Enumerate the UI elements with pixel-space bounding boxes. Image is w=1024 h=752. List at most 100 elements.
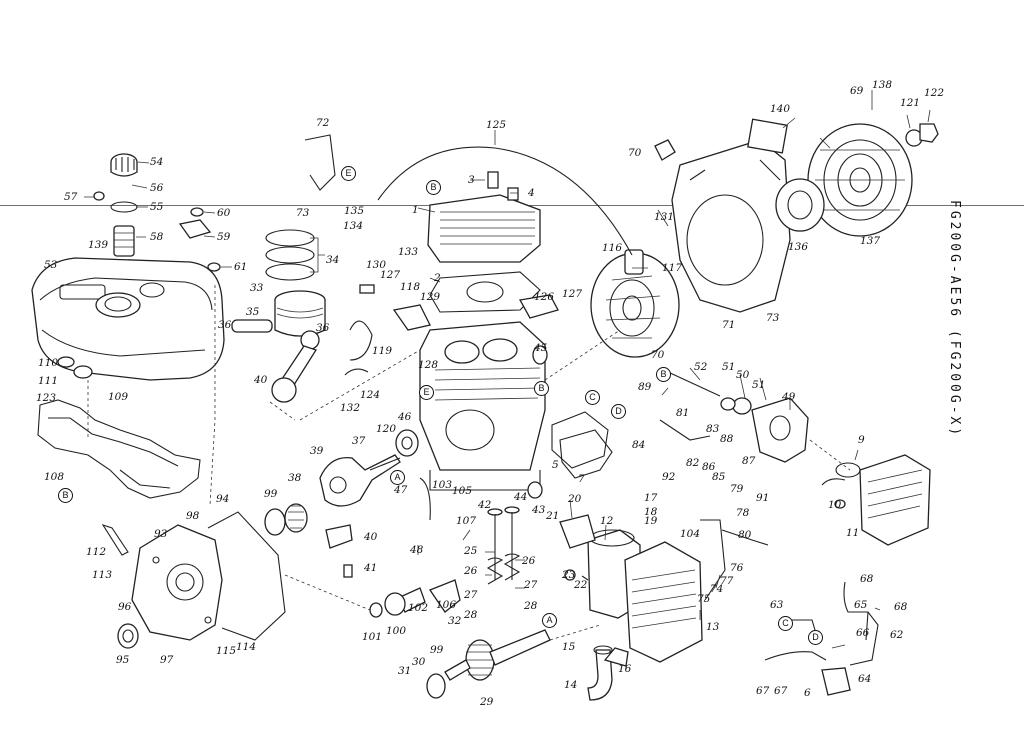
- carburetor: [667, 371, 809, 463]
- part-label: 105: [452, 485, 473, 497]
- intake-gasket: [551, 411, 609, 469]
- part-label: 36: [218, 319, 232, 331]
- part-label: 88: [720, 433, 734, 445]
- muffler-cover: [624, 541, 703, 663]
- part-label: 112: [86, 546, 107, 558]
- part-label: 132: [340, 402, 361, 414]
- callout-letter: B: [656, 367, 671, 382]
- part-label: 1: [412, 204, 419, 216]
- part-label: 21: [546, 510, 560, 522]
- callout-letter: C: [585, 390, 600, 405]
- part-label: 28: [524, 600, 538, 612]
- part-label: 60: [217, 207, 231, 219]
- part-label: 138: [872, 79, 893, 91]
- intake-insulator: [559, 429, 613, 479]
- bearing: [395, 429, 419, 457]
- part-label: 84: [632, 439, 646, 451]
- part-label: 106: [436, 599, 457, 611]
- part-label: 37: [352, 435, 366, 447]
- part-label: 124: [360, 389, 381, 401]
- part-label: 6: [804, 687, 811, 699]
- part-label: 99: [430, 644, 444, 656]
- part-label: 54: [150, 156, 164, 168]
- part-label: 72: [316, 117, 330, 129]
- part-label: 44: [514, 491, 528, 503]
- governor-linkage: [659, 419, 769, 601]
- part-label: 9: [858, 434, 865, 446]
- part-label: 19: [644, 515, 658, 527]
- part-label: 67: [756, 685, 770, 697]
- part-label: 130: [366, 259, 387, 271]
- air-cleaner: [835, 454, 931, 546]
- part-label: 30: [412, 656, 426, 668]
- part-label: 20: [568, 493, 582, 505]
- part-label: 77: [720, 575, 734, 587]
- piston: [231, 290, 326, 337]
- fuel-cap: [110, 153, 138, 257]
- part-label: 134: [343, 220, 364, 232]
- part-label: 31: [398, 665, 412, 677]
- piston-rings: [265, 229, 315, 281]
- part-label: 33: [250, 282, 264, 294]
- timing-gears: [264, 503, 308, 536]
- part-label: 99: [264, 488, 278, 500]
- part-label: 100: [386, 625, 407, 637]
- part-label: 63: [770, 599, 784, 611]
- spark-plug-wire: [377, 146, 633, 256]
- part-label: 29: [480, 696, 494, 708]
- part-label: 119: [372, 345, 393, 357]
- part-label: 93: [154, 528, 168, 540]
- part-label: 80: [738, 529, 752, 541]
- tank-frame: [37, 399, 201, 499]
- part-label: 46: [398, 411, 412, 423]
- part-label: 96: [118, 601, 132, 613]
- part-label: 3: [468, 174, 475, 186]
- part-label: 26: [464, 565, 478, 577]
- part-label: 66: [856, 627, 870, 639]
- starter-knob: [905, 123, 939, 147]
- valves: [429, 506, 521, 613]
- part-label: 121: [900, 97, 921, 109]
- part-label: 74: [710, 583, 724, 595]
- fan-housing: [671, 139, 791, 313]
- oil-seal: [117, 623, 139, 649]
- part-label: 28: [464, 609, 478, 621]
- recoil-starter: [807, 123, 913, 237]
- part-label: 92: [662, 471, 676, 483]
- part-label: 91: [756, 492, 770, 504]
- part-label: 42: [478, 499, 492, 511]
- part-label: 109: [108, 391, 129, 403]
- callout-letter: B: [426, 180, 441, 195]
- part-label: 111: [38, 375, 59, 387]
- part-label: 81: [676, 407, 690, 419]
- label-plate: [747, 118, 788, 154]
- part-label: 52: [694, 361, 708, 373]
- part-label: 49: [782, 391, 796, 403]
- part-label: 70: [651, 349, 665, 361]
- fuel-tank: [31, 257, 225, 381]
- part-label: 94: [216, 493, 230, 505]
- part-label: 40: [254, 374, 268, 386]
- cover-gasket: [207, 511, 286, 641]
- part-label: 73: [296, 207, 310, 219]
- leader-lines: [84, 90, 931, 649]
- part-label: 71: [722, 319, 736, 331]
- part-label: 58: [150, 231, 164, 243]
- part-label: 5: [552, 459, 559, 471]
- part-label: 83: [706, 423, 720, 435]
- part-label: 56: [150, 182, 164, 194]
- part-label: 123: [36, 392, 57, 404]
- part-label: 4: [528, 187, 535, 199]
- callout-letter: E: [419, 385, 434, 400]
- part-label: 127: [562, 288, 583, 300]
- part-label: 135: [344, 205, 365, 217]
- part-label: 48: [410, 544, 424, 556]
- part-label: 13: [706, 621, 720, 633]
- part-label: 117: [662, 262, 683, 274]
- callout-letter: A: [390, 470, 405, 485]
- part-label: 10: [828, 499, 842, 511]
- part-label: 110: [38, 357, 59, 369]
- part-label: 128: [418, 359, 439, 371]
- part-label: 69: [850, 85, 864, 97]
- part-label: 16: [618, 663, 632, 675]
